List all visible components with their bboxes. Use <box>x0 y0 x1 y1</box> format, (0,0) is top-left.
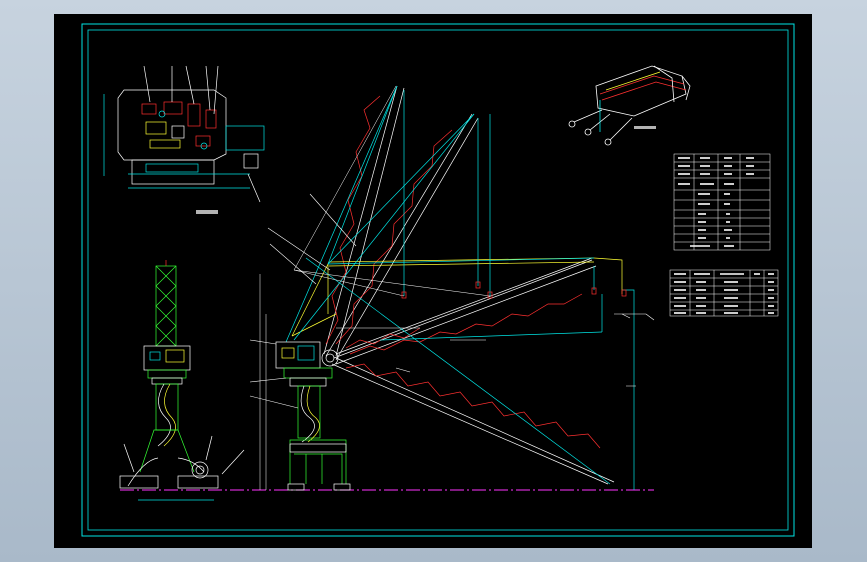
parameters-table <box>673 153 771 251</box>
pedestal-tower <box>297 385 321 439</box>
cad-drawing <box>81 23 795 537</box>
boom-position-4 <box>335 257 593 355</box>
side-elevation <box>119 260 245 501</box>
portal-frame <box>289 439 347 484</box>
plan-view <box>103 65 265 214</box>
drawing-outer-frame <box>81 23 795 537</box>
hoist-ropes <box>285 85 635 490</box>
plan-view-base <box>131 159 215 185</box>
boom-position-3 <box>333 259 597 365</box>
cad-viewport[interactable] <box>54 14 812 548</box>
hook-detail <box>568 65 691 146</box>
main-elevation <box>120 85 655 491</box>
boom-position-1 <box>323 85 405 357</box>
mechanism-table <box>669 269 779 317</box>
drawing-inner-border <box>87 29 789 531</box>
boom-position-2 <box>325 113 479 361</box>
dimension-lines <box>259 274 646 490</box>
boom-position-5 <box>331 357 615 485</box>
part-leaders <box>249 193 655 409</box>
luffing-system <box>291 257 623 337</box>
hooks <box>401 281 627 299</box>
